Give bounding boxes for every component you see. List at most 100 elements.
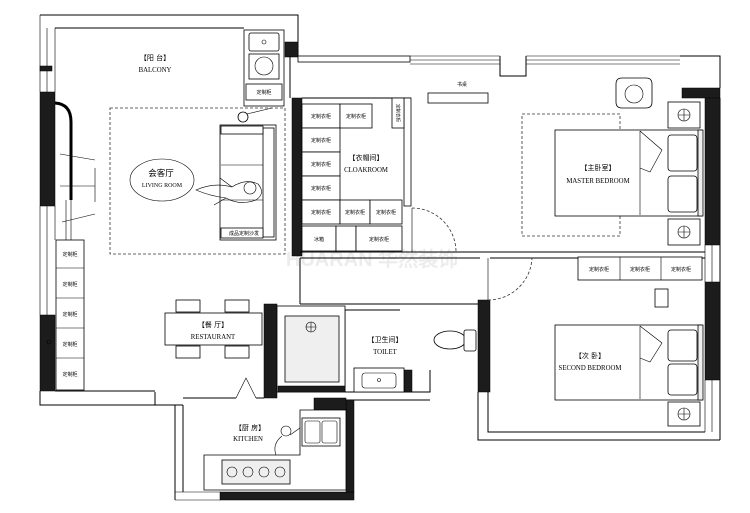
north-wall-west <box>297 55 411 63</box>
sofa-back <box>262 127 275 238</box>
balcony-cabinet-label: 定制柜 <box>256 89 271 96</box>
cloakroom-title-en: CLOAKROOM <box>344 167 388 174</box>
sink-drain-icon <box>261 39 267 45</box>
north-window-east <box>526 55 680 65</box>
second-bedroom-door-swing <box>487 257 533 301</box>
balcony-title-en: BALCONY <box>139 67 172 74</box>
wardrobe-label: 定制衣柜 <box>311 137 331 144</box>
toilet-title: 【卫生间】 <box>368 335 403 344</box>
wardrobe-label: 定制衣柜 <box>376 209 396 216</box>
toilet-tank <box>463 329 477 352</box>
master-bedroom-door-swing <box>411 207 457 253</box>
window-bay-column <box>499 56 527 77</box>
balcony-curved-glass <box>54 101 73 200</box>
restaurant-title-en: RESTAURANT <box>191 334 236 341</box>
restaurant-title: 【餐 厅】 <box>198 320 228 329</box>
wardrobe-cell <box>301 175 341 201</box>
second-bedroom: 定制衣柜 定制衣柜 定制衣柜 【次 卧】 SECOND BEDROOM <box>554 256 704 427</box>
lamp-icon-cross <box>678 408 690 420</box>
cloakroom-west-wall <box>291 97 303 257</box>
west-walls <box>39 14 299 406</box>
sofa-label: 成品定制沙发 <box>229 230 259 237</box>
west-cabinet-label-5: 定制柜 <box>62 371 77 378</box>
floor-lamp-arm <box>246 107 273 115</box>
sink-basin-2 <box>321 420 338 444</box>
burner-icon <box>242 466 254 478</box>
figure-leg <box>213 177 233 206</box>
west-wall-upper <box>39 91 56 207</box>
kitchen-south-window <box>175 491 220 501</box>
window-mullion <box>39 65 53 72</box>
west-cabinet-label-2: 定制柜 <box>62 281 77 288</box>
living-room: 会客厅 LIVING ROOM 成品定制沙发 <box>59 107 286 255</box>
second-wardrobe <box>577 256 703 281</box>
cloakroom-east-wall <box>403 97 412 207</box>
vanity-drain-icon <box>377 378 381 382</box>
balcony-corner-column <box>284 41 299 58</box>
desk-label: 书桌 <box>457 81 467 88</box>
wardrobe-vertical-cell <box>391 97 405 129</box>
second-bed-headboard <box>697 324 704 401</box>
east-window-lower <box>704 380 713 432</box>
fridge-cell <box>301 225 337 252</box>
bathroom: 【卫生间】 TOILET <box>276 305 477 393</box>
second-blanket-fold <box>639 325 663 399</box>
south-west-wall <box>39 390 156 406</box>
sofa-arm-bottom <box>220 227 264 239</box>
dining-chair-1 <box>175 299 201 313</box>
toilet-partition <box>403 369 413 393</box>
dining-set: 【餐 厅】 RESTAURANT <box>164 299 263 359</box>
desk <box>427 92 489 104</box>
toilet-north-wall <box>300 303 478 311</box>
kitchen-sink <box>301 417 341 447</box>
cook-figure-body <box>274 427 301 456</box>
north-walls <box>297 55 721 99</box>
second-bedroom-title: 【次 卧】 <box>575 351 605 360</box>
living-area-outline <box>109 107 286 255</box>
west-cabinet-column <box>55 239 85 391</box>
toilet-bowl <box>433 330 467 350</box>
second-pillow-1 <box>667 329 698 362</box>
east-walls <box>704 97 721 440</box>
wardrobe-label: 定制衣柜 <box>671 266 691 273</box>
doors <box>411 207 533 301</box>
shower-tray <box>284 315 340 383</box>
tv-wall-lines <box>59 153 96 223</box>
socket-icon <box>46 339 52 345</box>
sink-basin-1 <box>304 420 321 444</box>
balcony-cabinet: 定制柜 <box>243 29 285 107</box>
kitchen-east-wall <box>345 399 355 493</box>
burner-icon <box>226 466 238 478</box>
master-bedroom: 书桌 【主卧室】 MASTER BEDROOM <box>427 77 704 246</box>
lamp-icon-cross <box>678 226 690 238</box>
reclining-figure <box>195 177 262 206</box>
kitchen: 【厨 房】 KITCHEN <box>203 409 347 491</box>
cloakroom-wardrobes: 定制衣柜 定制衣柜 定制衣柜 定制衣柜 定制衣柜 定制衣柜 定制衣柜 定制衣柜 … <box>301 97 405 252</box>
living-west-cabinets: 定制柜 定制柜 定制柜 定制柜 定制柜 <box>46 239 85 391</box>
dining-table <box>164 312 263 346</box>
wardrobe-label: 定制衣柜 <box>311 185 331 192</box>
west-cabinet-label-1: 定制柜 <box>62 251 77 258</box>
second-bedroom-title-en: SECOND BEDROOM <box>559 365 622 372</box>
figure-head <box>243 181 257 195</box>
burner-icon <box>274 466 286 478</box>
living-title: 会客厅 <box>148 168 174 179</box>
living-title-en: LIVING ROOM <box>142 183 183 189</box>
wardrobe-label: 定制衣柜 <box>311 113 331 120</box>
north-window-west <box>410 55 500 65</box>
lamp-icon-cross <box>678 109 690 121</box>
wardrobe-label: 定制衣柜 <box>630 266 650 273</box>
cook-figure-head <box>280 425 292 437</box>
fridge-label: 冰箱 <box>314 236 324 243</box>
vanity-basin <box>361 372 397 389</box>
master-pillow-1 <box>667 134 698 172</box>
floor-lamp-icon <box>237 111 249 123</box>
vanity <box>353 367 405 393</box>
wardrobe-cell <box>369 199 403 225</box>
wardrobe-cell <box>301 151 341 177</box>
west-cabinet-label-3: 定制柜 <box>62 311 77 318</box>
kitchen-title-en: KITCHEN <box>233 436 263 443</box>
wardrobe-cell <box>339 103 373 129</box>
master-bedroom-title: 【主卧室】 <box>581 163 616 172</box>
